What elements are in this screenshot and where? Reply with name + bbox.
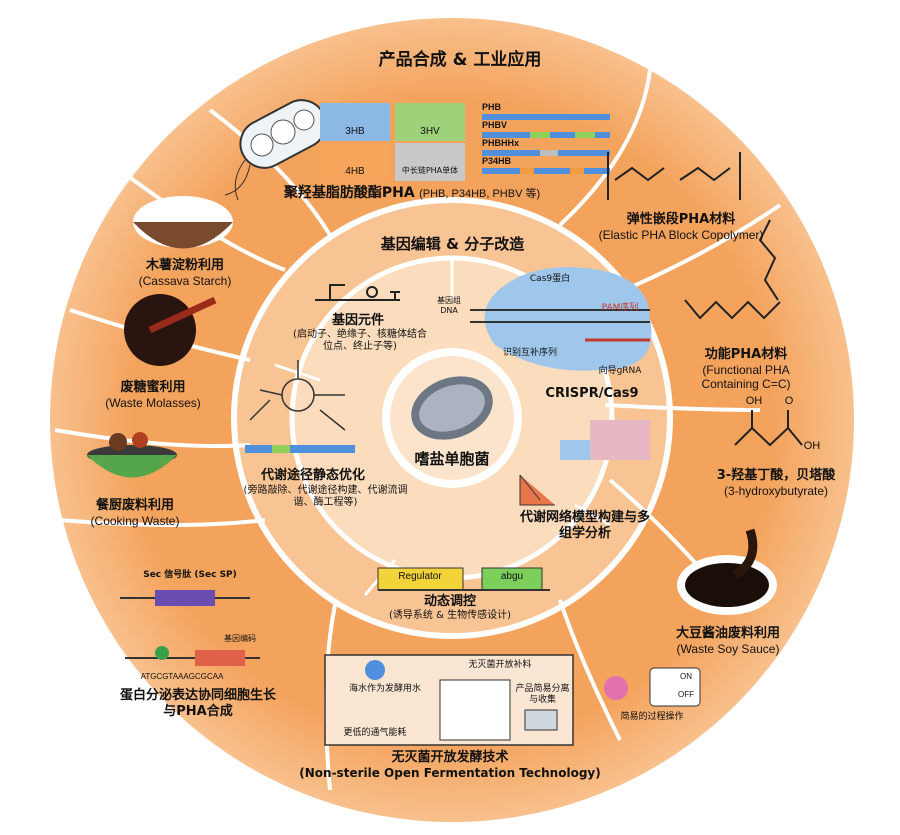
functional-zh: 功能PHA材料 (704, 347, 788, 362)
fermentation-panel (324, 654, 574, 746)
polymer-bars (482, 114, 610, 174)
elastic-en: (Elastic PHA Block Copolymer) (598, 227, 764, 242)
product-label: 产品简易分离与收集 (515, 684, 570, 705)
molasses-label: 废糖蜜利用 (Waste Molasses) (68, 380, 238, 410)
simple-operation-label: 简易的过程操作 (620, 712, 684, 722)
pathway-arrows-icon (245, 445, 355, 453)
switch-on: ON (680, 672, 692, 681)
monomer-label-mcl: 中长链PHA单体 (401, 166, 459, 175)
static-title: 代谢途径静态优化 (260, 468, 365, 483)
monomer-label-3hv: 3HV (420, 126, 440, 137)
gene-encoding-label: 基因编码 (224, 634, 256, 643)
molasses-en: (Waste Molasses) (105, 395, 201, 410)
genome-dna-label: 基因组DNA (437, 296, 461, 315)
crispr-diagram (470, 267, 652, 371)
hb-oh-top: OH (745, 395, 763, 407)
hydroxy-zh: 3-羟基丁酸，贝塔酸 (716, 468, 836, 483)
dynamic-regulation-icon (377, 567, 550, 591)
soy-zh: 大豆酱油废料利用 (675, 626, 780, 641)
air-label: 更低的通气能耗 (343, 728, 407, 738)
functional-en: (Functional PHA Containing C=C) (701, 362, 791, 391)
static-desc: (旁路敲除、代谢途径构建、代谢流调谐、酶工程等) (243, 485, 408, 508)
seawater-label: 海水作为发酵用水 (348, 684, 421, 694)
cassava-en: (Cassava Starch) (138, 273, 232, 288)
protein-secretion-label: 蛋白分泌表达协同细胞生长与PHA合成 (119, 688, 276, 719)
elastic-zh: 弹性嵌段PHA材料 (626, 212, 736, 227)
secretion-gene-icon (120, 590, 260, 666)
crispr-label: CRISPR/Cas9 (545, 386, 639, 401)
dynamic-title: 动态调控 (423, 594, 476, 609)
cooking-waste-icon (87, 432, 177, 478)
hydroxy-label: 3-羟基丁酸，贝塔酸 (3-hydroxybutyrate) (696, 468, 856, 498)
molasses-zh: 废糖蜜利用 (120, 380, 186, 395)
soy-sauce-icon (677, 528, 777, 615)
monomer-label-3hb: 3HB (345, 126, 365, 137)
grna-label: 向导gRNA (598, 366, 642, 376)
gene-parts-icon (315, 284, 400, 301)
functional-structure-icon (684, 219, 781, 320)
cooking-label: 餐厨废料利用 (Cooking Waste) (55, 498, 215, 528)
pha-subtitle: (PHB, P34HB, PHBV 等) (419, 188, 541, 200)
hb-oh-right: OH (803, 440, 821, 452)
cassava-label: 木薯淀粉利用 (Cassava Starch) (110, 258, 260, 288)
cas9-label: Cas9蛋白 (529, 274, 571, 284)
elastic-label: 弹性嵌段PHA材料 (Elastic PHA Block Copolymer) (596, 212, 766, 242)
middle-title: 基因编辑 & 分子改造 (380, 235, 525, 253)
soy-label: 大豆酱油废料利用 (Waste Soy Sauce) (648, 626, 808, 656)
switch-off: OFF (678, 690, 694, 699)
dynamic-desc: (诱导系统 & 生物传感设计) (389, 610, 511, 621)
elastic-structure-icon (607, 152, 741, 200)
core-label: 嗜盐单胞菌 (414, 450, 490, 468)
polymer-label-phbhhx: PHBHHx (482, 138, 520, 148)
bacteria-cell-icon (224, 99, 327, 201)
pha-title: 聚羟基脂肪酸酯PHA (283, 185, 415, 201)
monomer-panels (320, 103, 465, 181)
cassava-zh: 木薯淀粉利用 (145, 258, 224, 273)
soy-en: (Waste Soy Sauce) (676, 641, 780, 656)
hb-o: O (784, 395, 794, 407)
polymer-label-p34hb: P34HB (482, 156, 512, 166)
cooking-en: (Cooking Waste) (90, 513, 180, 528)
recognition-label: 识别互补序列 (502, 348, 557, 358)
cassava-bowl-icon (133, 196, 233, 249)
outer-title: 产品合成 & 工业应用 (378, 50, 542, 70)
switch-icon (604, 667, 701, 707)
hydroxy-en: (3-hydroxybutyrate) (723, 483, 829, 498)
signal-peptide-label: Sec 信号肽 (Sec SP) (143, 570, 237, 580)
feed-label: 无灭菌开放补料 (468, 660, 532, 670)
regulated-gene-label: abgu (500, 571, 524, 582)
regulator-label: Regulator (398, 571, 442, 582)
polymer-label-phb: PHB (482, 102, 502, 112)
pam-label: PAM序列 (601, 303, 639, 313)
molasses-icon (124, 294, 217, 366)
halomonas-cell-icon (411, 376, 493, 440)
network-title: 代谢网络模型构建与多组学分析 (520, 510, 651, 541)
fermentation-en: (Non-sterile Open Fermentation Technolog… (299, 766, 601, 780)
monomer-label-4hb: 4HB (345, 166, 365, 177)
metabolic-pathway-icon (249, 360, 346, 431)
gene-parts-desc: (启动子、绝缘子、核糖体结合位点、终止子等) (293, 329, 427, 352)
polymer-label-phbv: PHBV (482, 120, 508, 130)
functional-label: 功能PHA材料 (Functional PHA Containing C=C) (676, 347, 816, 391)
cooking-zh: 餐厨废料利用 (95, 498, 174, 513)
fermentation-zh: 无灭菌开放发酵技术 (391, 750, 509, 765)
network-model-icon (519, 420, 650, 506)
hydroxybutyrate-structure-icon (734, 410, 803, 447)
pha-label: 聚羟基脂肪酸酯PHA (PHB, P34HB, PHBV 等) (262, 185, 562, 202)
dna-sequence: ATGCGTAAAGCGCAA (140, 672, 224, 681)
gene-parts-title: 基因元件 (331, 313, 384, 328)
